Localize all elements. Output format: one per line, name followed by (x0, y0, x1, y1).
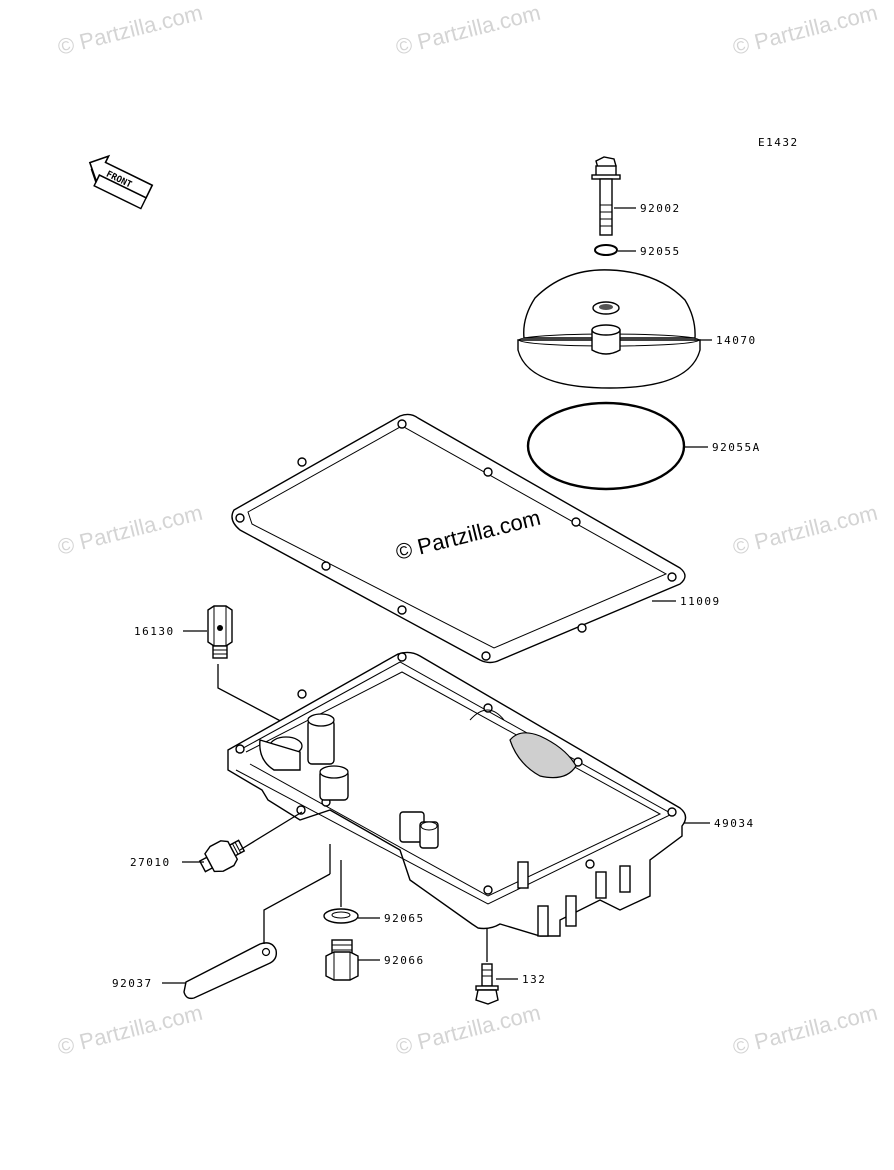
oil-pan-part (227, 651, 687, 937)
watermark-text: © Partzilla.com (393, 1000, 543, 1060)
watermark-text: © Partzilla.com (393, 0, 543, 60)
oring-small-part (594, 244, 618, 256)
oring-large-part (526, 401, 686, 491)
bolt-top-part (591, 156, 621, 236)
part-label-132: 132 (522, 973, 546, 986)
watermark-text: © Partzilla.com (55, 0, 205, 60)
part-label-49034: 49034 (714, 817, 755, 830)
part-label-92055: 92055 (640, 245, 681, 258)
part-label-92066: 92066 (384, 954, 425, 967)
cover-part (517, 269, 701, 389)
part-label-11009: 11009 (680, 595, 721, 608)
watermark-text: © Partzilla.com (55, 1000, 205, 1060)
front-arrow-icon: FRONT (88, 154, 154, 210)
part-label-27010: 27010 (130, 856, 171, 869)
gasket-part (231, 413, 686, 664)
part-label-92065: 92065 (384, 912, 425, 925)
part-label-92037: 92037 (112, 977, 153, 990)
part-label-92002: 92002 (640, 202, 681, 215)
part-label-16130: 16130 (134, 625, 175, 638)
watermark-text: © Partzilla.com (730, 0, 880, 60)
part-label-92055A: 92055A (712, 441, 761, 454)
switch-part (198, 839, 246, 873)
diagram-code: E1432 (758, 136, 799, 149)
drain-plug-part (325, 939, 359, 981)
watermark-text: © Partzilla.com (730, 500, 880, 560)
watermark-text: © Partzilla.com (730, 1000, 880, 1060)
part-label-14070: 14070 (716, 334, 757, 347)
fitting-part (207, 605, 233, 659)
strap-part (183, 942, 278, 1000)
pan-bolt-part (475, 963, 499, 1005)
watermark-text: © Partzilla.com (55, 500, 205, 560)
